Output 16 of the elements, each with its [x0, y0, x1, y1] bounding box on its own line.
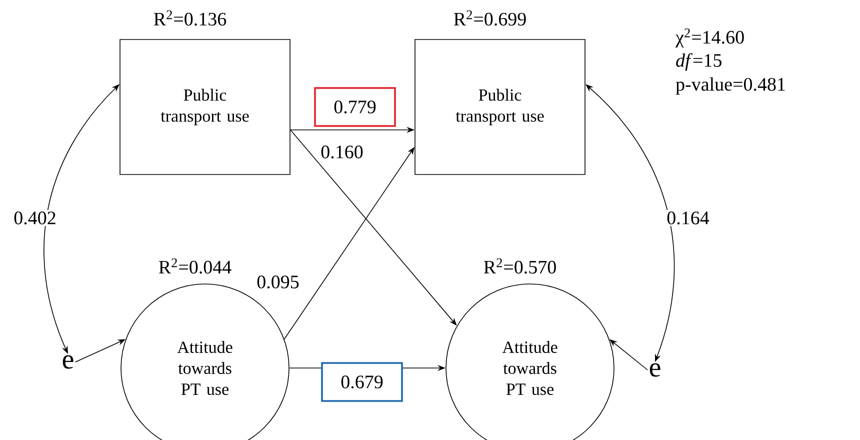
error-term: e — [650, 363, 660, 377]
r-squared-label: R$^{2}$=0.044 — [158, 258, 232, 274]
edge-label: 0.679 — [321, 362, 403, 402]
fit-statistic: χ$^{2}$=14.60 — [676, 28, 744, 48]
edge-label: 0.164 — [665, 210, 711, 226]
edge-label: 0.160 — [319, 144, 365, 160]
process-box: Public transport use — [414, 39, 586, 175]
edge-label: 0.779 — [314, 87, 396, 127]
error-term: e — [62, 355, 74, 369]
r-squared-label: R$^{2}$=0.136 — [154, 10, 226, 26]
process-box: Public transport use — [120, 39, 290, 175]
fit-statistic: p-value=0.481 — [676, 77, 785, 95]
r-squared-label: R$^{2}$=0.570 — [484, 258, 556, 274]
r-squared-label: R$^{2}$=0.699 — [454, 10, 526, 26]
edge-label: 0.402 — [12, 210, 58, 226]
fit-statistic: df=15 — [676, 53, 722, 71]
